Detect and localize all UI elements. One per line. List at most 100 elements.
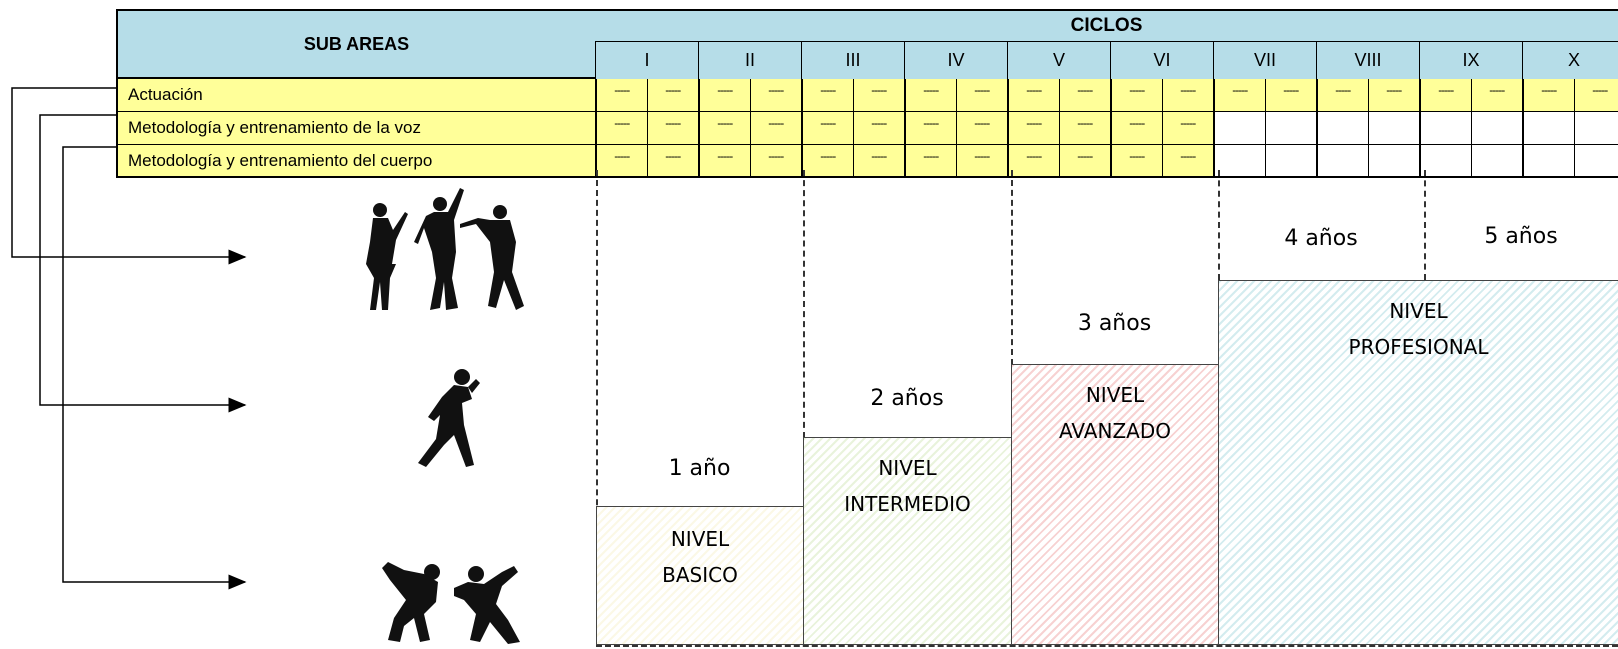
actors-silhouette-icon xyxy=(366,188,524,310)
table-row: Metodología y entrenamiento de la voz --… xyxy=(116,112,1618,145)
dash-cell: ----- xyxy=(1264,79,1316,112)
cycle-header: VII xyxy=(1213,42,1316,79)
years-label-avanzado: 3 años xyxy=(1077,311,1152,336)
level-divider xyxy=(1424,170,1426,280)
dash-cell: ----- xyxy=(1110,145,1162,178)
level-name: AVANZADO xyxy=(1059,419,1171,443)
nivel-profesional-block: NIVEL PROFESIONAL xyxy=(1218,280,1618,645)
dash-cell: ----- xyxy=(595,79,647,112)
nivel-intermedio-block: NIVEL INTERMEDIO xyxy=(803,437,1012,645)
row-cells: ----------------------------------------… xyxy=(595,79,1618,112)
dash-cell: ----- xyxy=(749,79,801,112)
dash-cell: ----- xyxy=(1367,79,1419,112)
dash-cell: ----- xyxy=(955,79,1007,112)
cycle-header: II xyxy=(698,42,801,79)
empty-cell xyxy=(1316,112,1368,145)
dash-cell: ----- xyxy=(1007,79,1059,112)
nivel-avanzado-block: NIVEL AVANZADO xyxy=(1011,364,1219,645)
dash-cell: ----- xyxy=(1110,79,1162,112)
level-title: NIVEL xyxy=(1389,299,1448,323)
sub-areas-header-label: SUB AREAS xyxy=(303,33,410,54)
dash-cell: ----- xyxy=(852,112,904,145)
table-row: Metodología y entrenamiento del cuerpo -… xyxy=(116,145,1618,178)
dash-cell: ----- xyxy=(904,145,956,178)
dash-cell: ----- xyxy=(1161,112,1213,145)
level-name: PROFESIONAL xyxy=(1348,335,1489,359)
dancers-silhouette-icon xyxy=(382,562,520,644)
arrow-voz xyxy=(39,114,247,413)
dash-cell: ----- xyxy=(955,112,1007,145)
dash-cell: ----- xyxy=(1470,79,1522,112)
years-label-profesional-5: 5 años xyxy=(1484,224,1558,249)
dash-cell: ----- xyxy=(646,79,698,112)
cycle-header: VIII xyxy=(1316,42,1419,79)
cycle-header: III xyxy=(801,42,904,79)
empty-cell xyxy=(1573,112,1618,145)
sub-area-rows: Actuación ------------------------------… xyxy=(116,79,1618,178)
dash-cell: ----- xyxy=(1573,79,1618,112)
dash-cell: ----- xyxy=(1110,112,1162,145)
cycle-headers: I II III IV V VI VII VIII IX X xyxy=(595,42,1618,81)
sub-areas-header: SUB AREAS xyxy=(116,9,597,79)
dash-cell: ----- xyxy=(698,145,750,178)
curriculum-table: SUB AREAS CICLOS I II III IV V VI VII VI… xyxy=(0,0,1618,178)
level-title: NIVEL xyxy=(878,456,937,480)
dash-cell: ----- xyxy=(801,145,853,178)
sub-area-label: Metodología y entrenamiento de la voz xyxy=(116,112,595,145)
dash-cell: ----- xyxy=(904,79,956,112)
dash-cell: ----- xyxy=(1316,79,1368,112)
empty-cell xyxy=(1419,112,1471,145)
level-title: NIVEL xyxy=(670,527,730,551)
row-cells: ----------------------------------------… xyxy=(595,145,1618,178)
dash-cell: ----- xyxy=(801,79,853,112)
level-divider xyxy=(803,170,805,438)
empty-cell xyxy=(1522,112,1574,145)
sub-area-label: Actuación xyxy=(116,79,595,112)
years-label-basico: 1 año xyxy=(668,456,731,481)
dash-cell: ----- xyxy=(749,145,801,178)
empty-cell xyxy=(1573,145,1618,178)
empty-cell xyxy=(1367,145,1419,178)
cycle-header: IX xyxy=(1419,42,1522,79)
dash-cell: ----- xyxy=(1058,145,1110,178)
empty-cell xyxy=(1522,145,1574,178)
level-name: INTERMEDIO xyxy=(844,492,971,516)
dash-cell: ----- xyxy=(646,145,698,178)
dash-cell: ----- xyxy=(698,79,750,112)
empty-cell xyxy=(1419,145,1471,178)
dash-cell: ----- xyxy=(595,145,647,178)
cycle-header: V xyxy=(1007,42,1110,79)
ciclos-header: CICLOS xyxy=(595,9,1618,42)
dash-cell: ----- xyxy=(1213,79,1265,112)
level-title: NIVEL xyxy=(1085,383,1145,407)
empty-cell xyxy=(1470,145,1522,178)
dash-cell: ----- xyxy=(904,112,956,145)
dash-cell: ----- xyxy=(1161,79,1213,112)
singer-silhouette-icon xyxy=(418,369,480,467)
dash-cell: ----- xyxy=(595,112,647,145)
years-label-profesional-4: 4 años xyxy=(1284,226,1358,251)
empty-cell xyxy=(1367,112,1419,145)
dash-cell: ----- xyxy=(955,145,1007,178)
empty-cell xyxy=(1264,145,1316,178)
dash-cell: ----- xyxy=(646,112,698,145)
dash-cell: ----- xyxy=(1058,79,1110,112)
dash-cell: ----- xyxy=(1007,145,1059,178)
empty-cell xyxy=(1264,112,1316,145)
empty-cell xyxy=(1213,145,1265,178)
cycle-header: VI xyxy=(1110,42,1213,79)
empty-cell xyxy=(1470,112,1522,145)
ciclos-header-label: CICLOS xyxy=(1070,15,1143,36)
baseline-dashed-line xyxy=(596,644,1618,647)
dash-cell: ----- xyxy=(749,112,801,145)
dash-cell: ----- xyxy=(1161,145,1213,178)
cycle-header: X xyxy=(1522,42,1618,79)
dash-cell: ----- xyxy=(1419,79,1471,112)
dash-cell: ----- xyxy=(698,112,750,145)
level-divider xyxy=(1218,170,1220,280)
dash-cell: ----- xyxy=(1058,112,1110,145)
level-name: BASICO xyxy=(662,563,738,587)
level-divider xyxy=(1011,170,1013,365)
years-label-intermedio: 2 años xyxy=(870,386,944,411)
level-divider xyxy=(596,170,598,645)
